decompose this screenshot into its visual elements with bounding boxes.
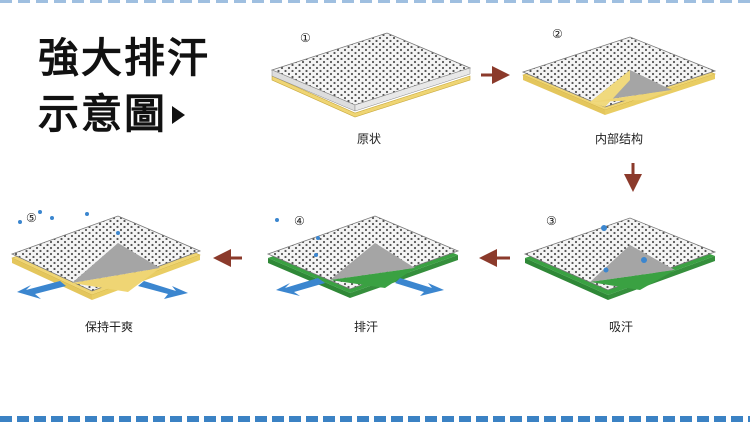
play-triangle-icon: [172, 106, 185, 124]
step-5-label: 保持干爽: [84, 320, 133, 334]
bottom-dashed-border: [0, 416, 750, 422]
flow-arrows: [213, 66, 642, 267]
step-5-number: ⑤: [26, 211, 37, 225]
step-3-label: 吸汗: [608, 320, 633, 334]
diagram-title-line2: 示意圖: [38, 90, 167, 138]
step-4-pad: [266, 215, 460, 298]
diagram-title-line1: 強大排汗: [38, 34, 210, 82]
step-4-number: ④: [294, 214, 305, 228]
step-1-pad: [270, 32, 472, 118]
step-3-number: ③: [546, 214, 557, 228]
step-1-label: 原状: [356, 132, 381, 146]
step-2-pad: [521, 36, 717, 115]
sweat-out-arrow-left: [276, 278, 325, 296]
step-1-number: ①: [300, 31, 311, 45]
step-5-pad: [10, 210, 202, 300]
dry-arrow-left: [17, 281, 66, 299]
dry-arrow-right: [138, 281, 188, 299]
step-4-label: 排汗: [353, 320, 378, 334]
step-3-pad: [523, 217, 717, 300]
top-dashed-border: [0, 0, 750, 3]
step-2-number: ②: [552, 27, 563, 41]
step-2-label: 内部结构: [594, 132, 643, 146]
sweat-out-arrow-right: [395, 278, 444, 296]
